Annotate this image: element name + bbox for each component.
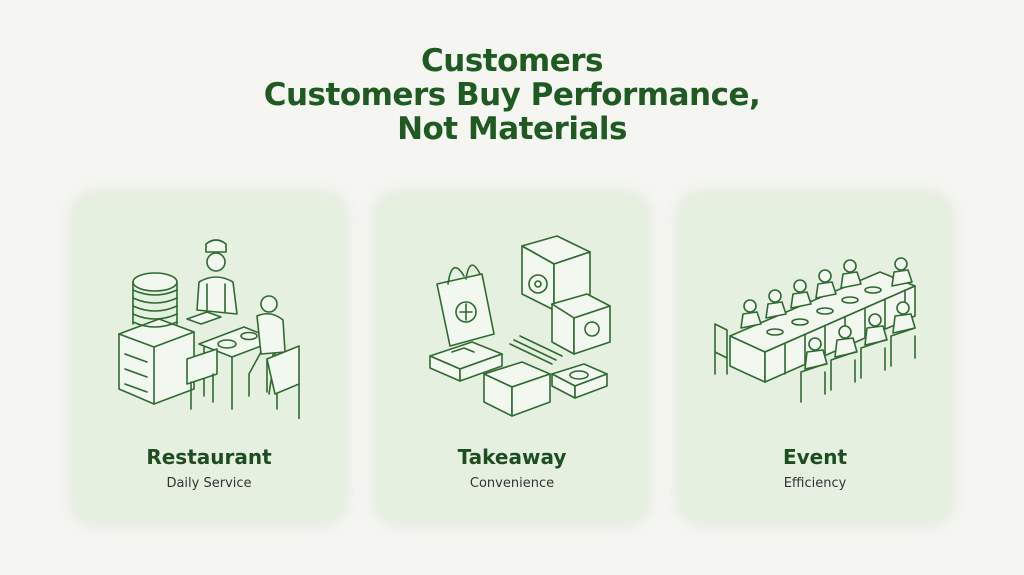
restaurant-icon <box>99 224 319 419</box>
event-icon <box>705 224 925 419</box>
card-restaurant: Restaurant Daily Service <box>74 194 344 522</box>
takeaway-icon <box>402 224 622 419</box>
card-title: Event <box>782 445 848 469</box>
card-takeaway: Takeaway Convenience <box>377 194 647 522</box>
card-title: Takeaway <box>457 445 567 469</box>
title-line-1: Customers <box>421 43 603 79</box>
title-line-3: Not Materials <box>397 111 627 147</box>
title-line-2: Customers Buy Performance, <box>263 77 761 113</box>
card-subtitle: Efficiency <box>783 476 847 491</box>
card-subtitle: Convenience <box>469 476 555 491</box>
card-subtitle: Daily Service <box>166 476 252 491</box>
card-event: Event Efficiency <box>680 194 950 522</box>
page-title: Customers Customers Buy Performance, Not… <box>0 44 1024 146</box>
card-title: Restaurant <box>146 445 272 469</box>
